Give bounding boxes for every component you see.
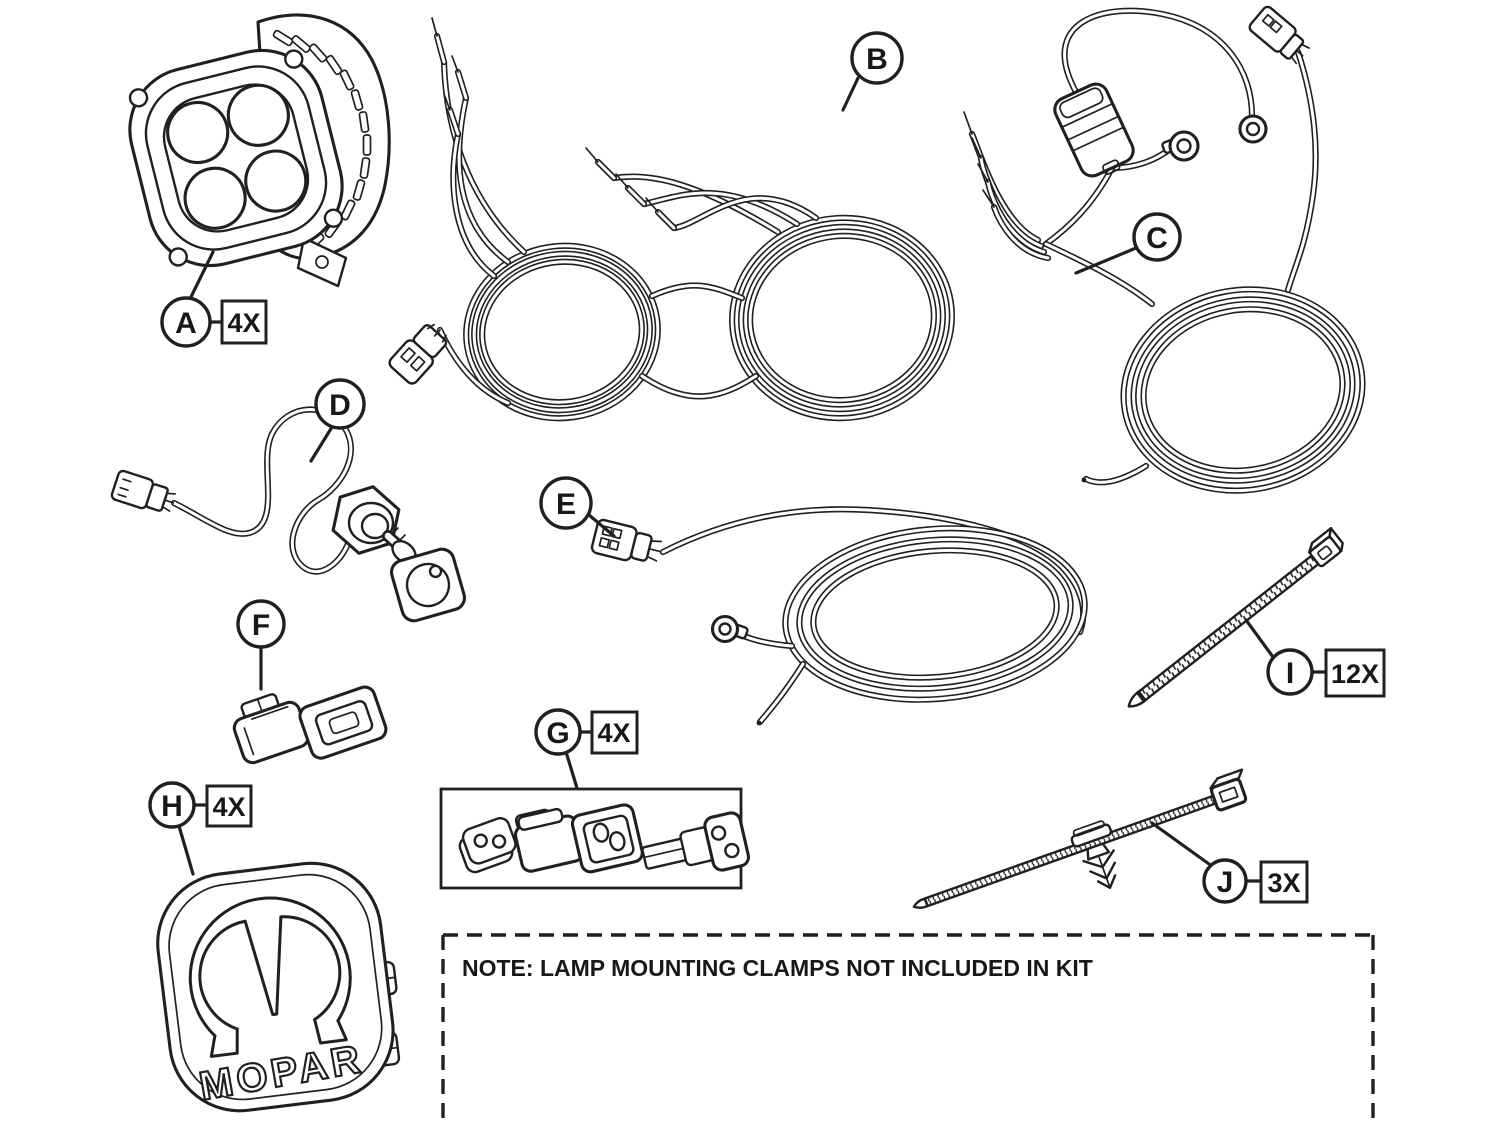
mount-tab-icon: [284, 49, 304, 69]
callout-b-balloon: [850, 31, 904, 85]
part-a-led-lamp: [128, 13, 391, 288]
svg-text:C: C: [1146, 222, 1168, 255]
led-lens-icon: [183, 166, 247, 230]
svg-text:4X: 4X: [597, 718, 630, 748]
callout-e-balloon: [539, 476, 593, 530]
callout-a-qty-box: [220, 299, 268, 345]
two-pin-connector-icon: [590, 518, 663, 562]
ring-terminal-icon: [1238, 114, 1268, 144]
part-c-power-harness: [963, 5, 1379, 509]
svg-text:J: J: [1217, 866, 1234, 899]
part-e-ground-wire: [590, 509, 1092, 726]
ring-terminal-icon: [710, 614, 749, 644]
part-f-connector: [232, 685, 388, 765]
callout-g-balloon: [534, 708, 582, 756]
spade-terminals: [431, 17, 674, 228]
callout-c: C: [1074, 212, 1182, 275]
callout-g: G 4X: [534, 708, 639, 790]
callout-i-qty-box: [1324, 648, 1386, 698]
led-lens-icon: [244, 149, 308, 213]
svg-text:4X: 4X: [212, 792, 245, 822]
callout-f-balloon: [236, 599, 286, 649]
svg-text:D: D: [329, 389, 351, 422]
svg-text:F: F: [252, 609, 270, 642]
mount-tab-icon: [168, 247, 188, 267]
part-b-lamp-harness: [388, 17, 962, 431]
harness-connector-icon: [388, 323, 448, 385]
svg-text:E: E: [556, 488, 576, 521]
part-g-connector-kit: [439, 787, 751, 890]
fir-tree-clip-icon: [1070, 820, 1117, 890]
callout-h-qty-box: [205, 784, 253, 828]
part-d-switch: [110, 409, 467, 623]
svg-text:H: H: [161, 790, 183, 823]
harness-connector-icon: [1248, 5, 1310, 65]
part-h-lamp-cover: MOPAR: [156, 861, 401, 1113]
note-text: NOTE: LAMP MOUNTING CLAMPS NOT INCLUDED …: [462, 955, 1093, 981]
svg-text:3X: 3X: [1267, 868, 1300, 898]
seal-pad-icon: [458, 816, 517, 874]
switch-connector-icon: [110, 469, 176, 512]
callout-d: D: [309, 378, 366, 463]
part-j-cable-tie-clip: [912, 768, 1248, 909]
connector-body-icon: [513, 803, 644, 874]
led-lens-icon: [226, 83, 290, 147]
callout-j-qty-box: [1259, 860, 1309, 904]
svg-text:4X: 4X: [227, 308, 260, 338]
svg-text:G: G: [546, 717, 569, 750]
mount-tab-icon: [128, 88, 149, 108]
callout-j-balloon: [1202, 858, 1248, 904]
terminal-lock-icon: [641, 811, 751, 872]
callout-i: I 12X: [1244, 618, 1386, 698]
callout-b: B: [841, 31, 904, 112]
svg-text:A: A: [175, 307, 197, 340]
svg-text:B: B: [866, 43, 888, 76]
ring-terminal-icon: [1161, 130, 1200, 162]
callout-a-balloon: [160, 296, 212, 348]
callout-d-balloon: [314, 378, 366, 430]
callout-g-qty-box: [590, 710, 639, 755]
led-lens-icon: [166, 100, 230, 165]
callout-e: E: [539, 476, 616, 538]
callout-h-balloon: [148, 781, 196, 829]
mount-tab-icon: [323, 208, 344, 228]
svg-text:12X: 12X: [1331, 659, 1379, 689]
callout-f: F: [236, 599, 286, 691]
lamp-bracket: [296, 236, 348, 288]
callout-a: A 4X: [160, 250, 268, 348]
switch-body-icon: [331, 485, 467, 623]
mopar-omega-logo-icon: [188, 896, 352, 1058]
callout-i-balloon: [1266, 648, 1314, 696]
lamp-face: [128, 48, 344, 268]
note-box: NOTE: LAMP MOUNTING CLAMPS NOT INCLUDED …: [441, 933, 1375, 1125]
part-i-cable-tie: [1127, 527, 1344, 708]
callout-h: H 4X: [148, 781, 253, 876]
svg-text:I: I: [1286, 657, 1294, 690]
callout-c-balloon: [1132, 212, 1182, 262]
callout-j: J 3X: [1150, 821, 1309, 904]
fuse-holder-icon: [1053, 82, 1135, 178]
